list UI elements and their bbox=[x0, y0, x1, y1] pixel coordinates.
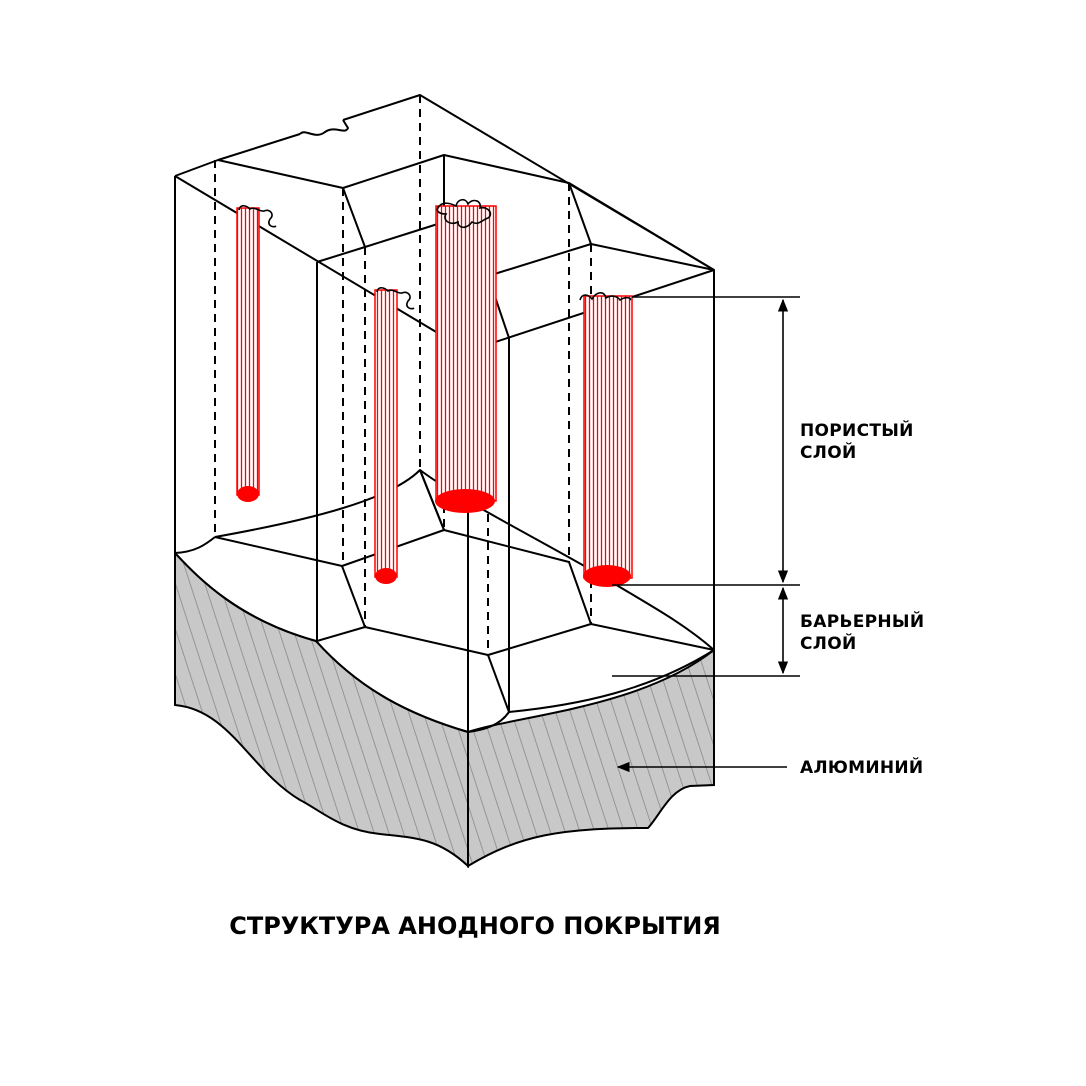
barrier-layer-label: БАРЬЕРНЫЙ СЛОЙ bbox=[800, 611, 924, 655]
barrier-layer-label-line1: БАРЬЕРНЫЙ bbox=[800, 612, 925, 632]
pore-2 bbox=[374, 286, 415, 584]
dimension-annotations bbox=[612, 296, 800, 773]
pore-1 bbox=[236, 204, 277, 502]
hidden-cell-edges bbox=[214, 95, 592, 655]
barrier-layer-label-line2: СЛОЙ bbox=[800, 634, 857, 654]
porous-layer-label-line1: ПОРИСТЫЙ bbox=[800, 421, 914, 441]
porous-layer-label: ПОРИСТЫЙ СЛОЙ bbox=[800, 420, 914, 464]
aluminum-label: АЛЮМИНИЙ bbox=[800, 757, 923, 779]
porous-layer-label-line2: СЛОЙ bbox=[800, 443, 857, 463]
pore-4 bbox=[579, 292, 633, 587]
pore-3 bbox=[435, 198, 497, 513]
diagram-title: СТРУКТУРА АНОДНОГО ПОКРЫТИЯ bbox=[229, 912, 721, 940]
aluminum-substrate bbox=[174, 550, 715, 869]
aluminum-label-text: АЛЮМИНИЙ bbox=[800, 758, 924, 778]
